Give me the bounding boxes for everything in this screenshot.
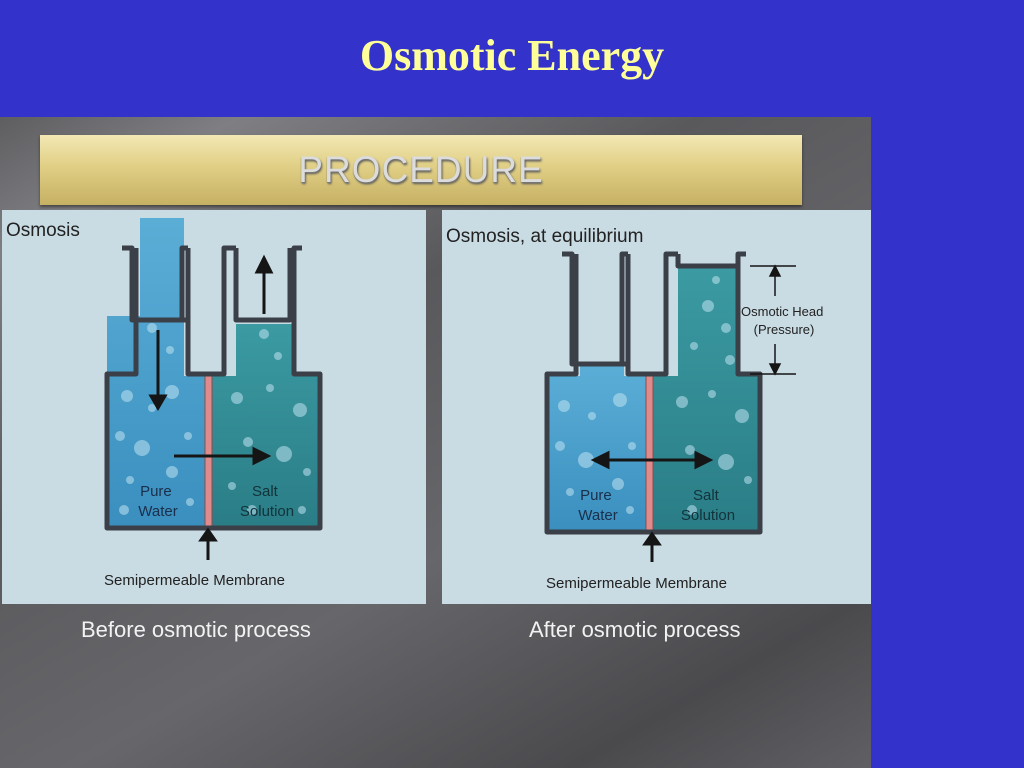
osmotic-head-dimension bbox=[750, 264, 796, 376]
procedure-photo: PROCEDURE Osmosis bbox=[0, 117, 871, 768]
pure-water-label: Pure Water bbox=[578, 487, 617, 524]
panel-after-equilibrium: Osmosis, at equilibrium bbox=[442, 210, 871, 604]
membrane-label: Semipermeable Membrane bbox=[546, 575, 727, 592]
flow-arrows bbox=[590, 450, 714, 562]
osmotic-head-label: Osmotic Head (Pressure) bbox=[741, 304, 827, 337]
bubbles bbox=[555, 276, 752, 515]
caption-before: Before osmotic process bbox=[81, 617, 311, 642]
container-outline bbox=[104, 245, 323, 531]
panel-before-osmosis: Osmosis bbox=[2, 210, 426, 604]
slide-title: Osmotic Energy bbox=[359, 31, 665, 80]
salt-solution-label: Salt Solution bbox=[240, 483, 294, 520]
salt-solution-label: Salt Solution bbox=[681, 487, 735, 524]
panel-title: Osmosis, at equilibrium bbox=[446, 226, 643, 247]
semipermeable-membrane bbox=[204, 375, 213, 529]
procedure-label: PROCEDURE bbox=[298, 149, 544, 190]
pure-water-label: Pure Water bbox=[138, 483, 177, 520]
panel-title: Osmosis bbox=[6, 220, 80, 241]
container-outline bbox=[544, 251, 763, 535]
caption-after: After osmotic process bbox=[529, 617, 741, 642]
membrane-label: Semipermeable Membrane bbox=[104, 572, 285, 589]
bubbles bbox=[115, 323, 311, 515]
procedure-banner: PROCEDURE bbox=[40, 135, 802, 205]
salt-solution-region bbox=[211, 324, 320, 526]
semipermeable-membrane bbox=[645, 375, 654, 533]
flow-arrows bbox=[148, 254, 274, 560]
